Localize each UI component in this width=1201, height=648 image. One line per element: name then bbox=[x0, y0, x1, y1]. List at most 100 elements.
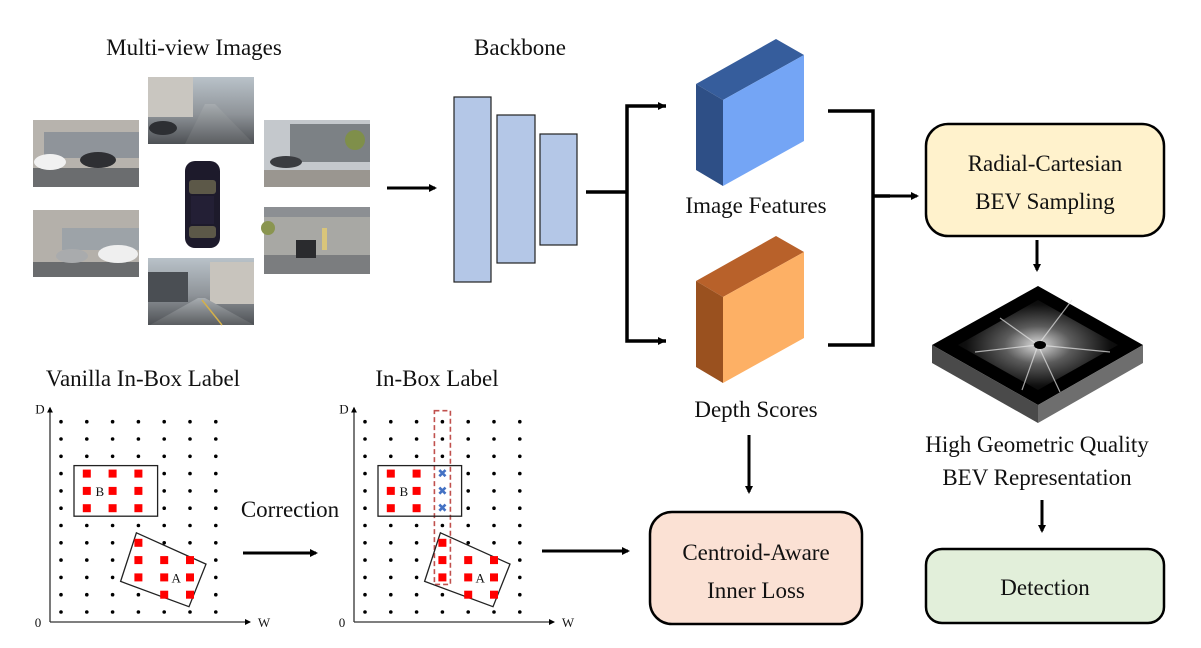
y-axis-label: D bbox=[339, 402, 348, 417]
sampling-line1: Radial-Cartesian bbox=[968, 151, 1123, 176]
grid-point bbox=[85, 592, 89, 597]
positive-point bbox=[134, 556, 143, 565]
inbox-title: In-Box Label bbox=[375, 366, 498, 391]
bev-label-line2: BEV Representation bbox=[942, 465, 1132, 490]
correction-label: Correction bbox=[241, 497, 340, 522]
grid-point bbox=[59, 541, 63, 545]
grid-point bbox=[389, 419, 393, 424]
grid-point bbox=[110, 523, 115, 528]
box-b bbox=[73, 464, 159, 517]
bev-label-line1: High Geometric Quality bbox=[925, 432, 1149, 457]
grid-point bbox=[59, 610, 63, 614]
grid-point bbox=[59, 558, 63, 562]
grid-point bbox=[59, 437, 63, 441]
grid-point bbox=[492, 523, 496, 528]
positive-point bbox=[82, 486, 91, 495]
grid-point bbox=[214, 558, 218, 562]
grid-point bbox=[162, 541, 166, 545]
positive-point bbox=[464, 590, 473, 599]
grid-point bbox=[414, 454, 419, 459]
grid-point bbox=[440, 592, 445, 597]
positive-point bbox=[108, 504, 117, 513]
grid-point bbox=[188, 489, 192, 493]
grid-point bbox=[363, 610, 367, 614]
split-connector bbox=[586, 104, 666, 343]
detection-box: Detection bbox=[924, 547, 1166, 625]
grid-point bbox=[136, 523, 141, 528]
grid-point bbox=[414, 437, 419, 441]
grid-point bbox=[85, 541, 89, 545]
grid-point bbox=[85, 523, 89, 528]
grid-point bbox=[466, 541, 471, 545]
grid-point bbox=[518, 610, 522, 614]
grid-point bbox=[466, 419, 471, 424]
grid-point bbox=[518, 454, 522, 459]
grid-point bbox=[188, 610, 192, 614]
grid-point bbox=[162, 506, 166, 511]
grid-point bbox=[414, 419, 419, 424]
box-a bbox=[423, 531, 511, 608]
grid-point bbox=[466, 437, 471, 441]
box-a-label: A bbox=[172, 570, 182, 585]
grid-point bbox=[466, 523, 471, 528]
positive-point bbox=[412, 486, 421, 495]
positive-point bbox=[186, 590, 194, 599]
box-b-label: B bbox=[399, 484, 408, 499]
positive-point bbox=[82, 469, 91, 478]
camera-view-front-left bbox=[33, 120, 139, 187]
camera-view-front bbox=[148, 77, 254, 144]
positive-point bbox=[160, 573, 169, 582]
grid-point bbox=[59, 592, 63, 597]
grid-point bbox=[389, 523, 393, 528]
grid-point bbox=[414, 575, 419, 580]
grid-point bbox=[492, 437, 496, 441]
origin-label: 0 bbox=[35, 615, 42, 630]
grid-point bbox=[492, 506, 496, 511]
positive-point bbox=[386, 486, 395, 495]
positive-point bbox=[438, 573, 447, 582]
highlight-column-box bbox=[433, 409, 452, 586]
grid-point bbox=[214, 523, 218, 528]
grid-point bbox=[136, 437, 141, 441]
grid-point bbox=[389, 575, 393, 580]
grid-point bbox=[414, 592, 419, 597]
grid-point bbox=[188, 506, 192, 511]
camera-view-back bbox=[148, 258, 254, 326]
grid-point bbox=[363, 592, 367, 597]
removed-point-icon: ✖ bbox=[437, 484, 447, 498]
grid-point bbox=[110, 419, 115, 424]
grid-point bbox=[492, 610, 496, 614]
grid-point bbox=[518, 575, 522, 580]
positive-point bbox=[186, 573, 194, 582]
grid-point bbox=[389, 610, 393, 614]
grid-point bbox=[162, 419, 166, 424]
grid-point bbox=[363, 454, 367, 459]
grid-point bbox=[214, 575, 218, 580]
x-axis-label: W bbox=[258, 615, 271, 630]
grid-point bbox=[188, 454, 192, 459]
multiview-title: Multi-view Images bbox=[106, 35, 282, 60]
backbone-stage-3 bbox=[539, 133, 578, 246]
box-b-label: B bbox=[95, 484, 104, 499]
positive-point bbox=[490, 556, 498, 565]
grid-point bbox=[414, 541, 419, 545]
grid-point bbox=[162, 489, 166, 493]
grid-point bbox=[214, 541, 218, 545]
grid-point bbox=[59, 454, 63, 459]
grid-point bbox=[466, 489, 471, 493]
image-features-cube bbox=[696, 39, 804, 186]
positive-point bbox=[134, 469, 143, 478]
box-a-label: A bbox=[476, 570, 486, 585]
sampling-line2: BEV Sampling bbox=[975, 189, 1115, 214]
x-axis-label: W bbox=[562, 615, 575, 630]
grid-point bbox=[214, 471, 218, 476]
grid-point bbox=[440, 523, 445, 528]
grid-point bbox=[492, 419, 496, 424]
detection-label: Detection bbox=[1000, 575, 1090, 600]
removed-point-icon: ✖ bbox=[437, 467, 447, 481]
grid-point bbox=[85, 419, 89, 424]
grid-point bbox=[440, 419, 445, 424]
grid-point bbox=[59, 575, 63, 580]
positive-point bbox=[134, 538, 143, 547]
